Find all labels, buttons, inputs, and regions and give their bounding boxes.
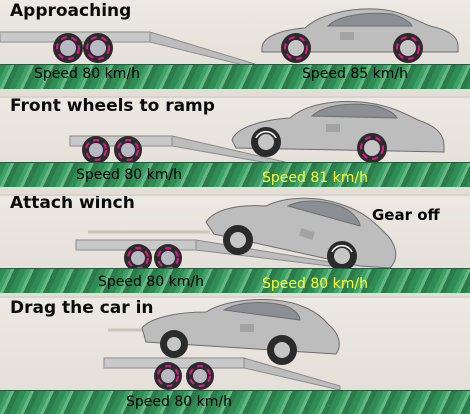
- trailer-wheel: [186, 362, 214, 390]
- trailer-speed: Speed 80 km/h: [126, 394, 232, 410]
- trailer-wheel: [82, 136, 110, 164]
- car-wheel: [267, 335, 297, 365]
- gear-off-note: Gear off: [372, 206, 440, 224]
- trailer-speed: Speed 80 km/h: [76, 167, 182, 183]
- car-speed: Speed 85 km/h: [302, 66, 408, 82]
- car-wheel: [281, 33, 311, 63]
- car-wheel: [327, 241, 357, 271]
- car-wheel: [393, 33, 423, 63]
- trailer-speed: Speed 80 km/h: [34, 66, 140, 82]
- trailer-speed: Speed 80 km/h: [98, 274, 204, 290]
- trailer-ramp: [243, 357, 341, 391]
- panel-approaching: Approaching Speed 80 km/h Speed 85 km/h: [0, 0, 470, 96]
- car-speed: Speed 81 km/h: [262, 170, 368, 186]
- trailer-wheel: [53, 33, 83, 63]
- panel-drag-the-car-in: Drag the car in Speed 80 km/h: [0, 298, 470, 414]
- car-wheel: [251, 127, 281, 157]
- panel-title: Drag the car in: [10, 298, 154, 318]
- road-ground: [0, 162, 470, 187]
- trailer-wheel: [154, 362, 182, 390]
- road-ground: [0, 390, 470, 414]
- panel-front-wheels-to-ramp: Front wheels to ramp Speed 80 km/h Speed…: [0, 98, 470, 194]
- panel-artwork: [75, 197, 397, 272]
- trailer-wheel: [124, 244, 152, 272]
- car-wheel: [223, 225, 253, 255]
- car-wheel: [357, 133, 387, 163]
- panel-title: Approaching: [10, 1, 132, 21]
- panel-attach-winch: Attach winch Gear off Speed 80 km/h Spee…: [0, 196, 470, 296]
- panel-title: Attach winch: [10, 196, 135, 213]
- panel-title: Front wheels to ramp: [10, 98, 215, 116]
- panel-artwork: [0, 8, 459, 69]
- road-ground: [0, 64, 470, 89]
- panel-artwork: [69, 101, 445, 167]
- road-ground: [0, 268, 470, 293]
- panel-artwork: [103, 299, 341, 391]
- trailer-ramp: [149, 31, 256, 69]
- car-speed: Speed 80 km/h: [262, 276, 368, 292]
- car: [231, 101, 445, 153]
- car-wheel: [160, 330, 188, 358]
- trailer-wheel: [114, 136, 142, 164]
- trailer-wheel: [83, 33, 113, 63]
